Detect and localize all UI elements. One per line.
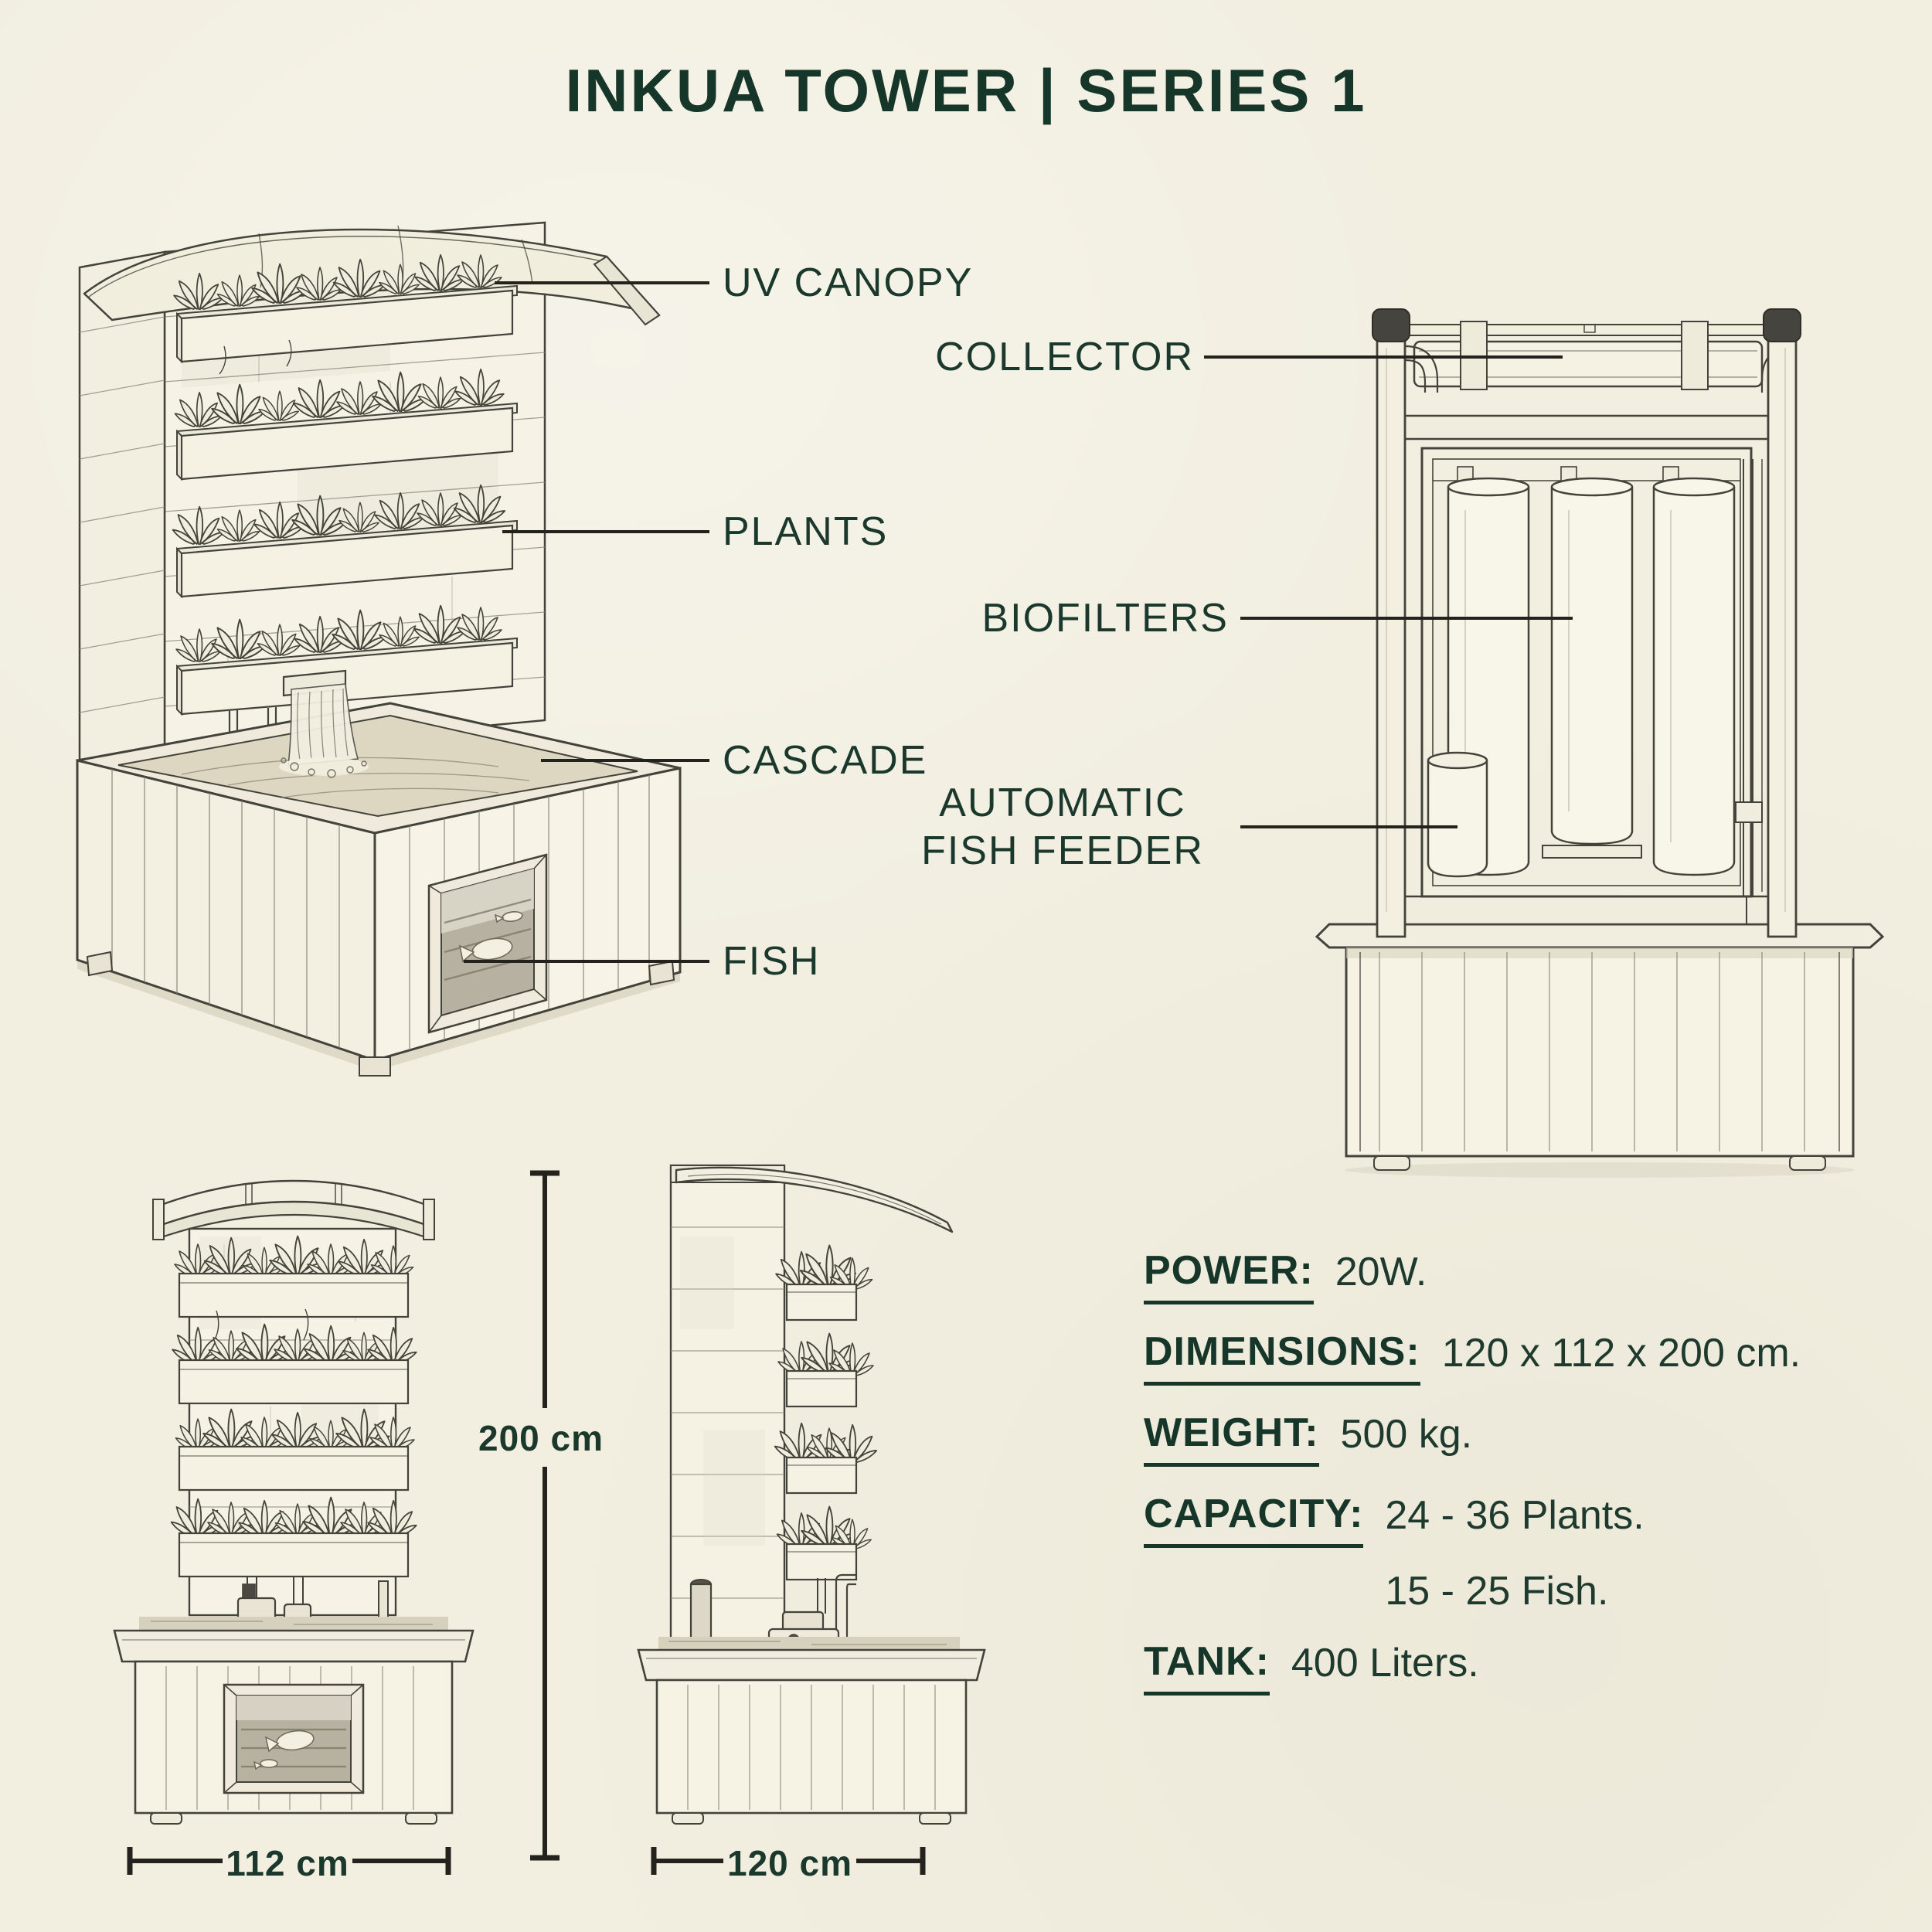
spec-label-dimensions: DIMENSIONS: xyxy=(1144,1328,1420,1386)
label-fish-feeder-line1: AUTOMATIC xyxy=(939,781,1186,825)
spec-value-capacity-plants: 24 - 36 Plants. xyxy=(1385,1493,1645,1538)
planter-row xyxy=(175,1408,415,1492)
fish-window xyxy=(223,1683,365,1794)
dimension-front-width: 112 cm xyxy=(226,1843,349,1883)
spec-value-capacity-fish: 15 - 25 Fish. xyxy=(1385,1569,1609,1614)
dimension-height: 200 cm xyxy=(478,1418,604,1458)
spec-value-power: 20W. xyxy=(1335,1250,1427,1294)
spec-label-tank: TANK: xyxy=(1144,1638,1270,1696)
spec-value-tank: 400 Liters. xyxy=(1291,1641,1479,1685)
spec-row-dimensions: DIMENSIONS: 120 x 112 x 200 cm. xyxy=(1144,1328,1801,1386)
fish-silhouettes xyxy=(253,1730,315,1770)
tank-feet xyxy=(86,951,675,1077)
planter-row xyxy=(170,1496,417,1578)
planter-row xyxy=(174,368,518,481)
side-canopy xyxy=(675,1166,954,1233)
label-fish-feeder-line2: FISH FEEDER xyxy=(921,828,1204,873)
spec-label-weight: WEIGHT: xyxy=(1144,1410,1319,1467)
isometric-view-drawing xyxy=(66,216,692,1144)
planter-row xyxy=(775,1244,873,1321)
post-cap xyxy=(1763,308,1801,342)
dimension-side-width: 120 cm xyxy=(726,1843,852,1883)
label-collector: COLLECTOR xyxy=(935,335,1194,379)
splash xyxy=(281,757,367,778)
planter-row xyxy=(174,1235,414,1344)
return-pipes xyxy=(1735,459,1763,924)
label-uv-canopy: UV CANOPY xyxy=(723,260,974,305)
front-view-drawing xyxy=(108,1151,479,1832)
label-cascade: CASCADE xyxy=(723,738,928,783)
fish-feeder-cylinder xyxy=(1427,751,1488,878)
planter-row xyxy=(777,1332,874,1408)
planter-row xyxy=(776,1505,872,1581)
spec-value-weight: 500 kg. xyxy=(1340,1412,1473,1457)
spec-row-weight: WEIGHT: 500 kg. xyxy=(1144,1410,1801,1467)
spec-label-power: POWER: xyxy=(1144,1247,1314,1304)
fish-silhouettes xyxy=(458,910,523,963)
biofilter-cylinders xyxy=(1447,477,1736,876)
label-biofilters: BIOFILTERS xyxy=(981,596,1229,641)
fish-window xyxy=(427,853,548,1034)
specs-panel: POWER: 20W. DIMENSIONS: 120 x 112 x 200 … xyxy=(1144,1247,1801,1719)
water-tank xyxy=(76,702,682,1077)
planter-row xyxy=(173,253,518,375)
leader-lines xyxy=(464,281,1573,963)
side-planters xyxy=(774,1244,878,1581)
spec-row-power: POWER: 20W. xyxy=(1144,1247,1801,1304)
side-view-drawing xyxy=(634,1151,989,1832)
front-canopy xyxy=(152,1179,435,1240)
label-fish-feeder: AUTOMATIC FISH FEEDER xyxy=(896,779,1229,875)
side-tank xyxy=(637,1637,986,1825)
planter-rows xyxy=(172,253,518,716)
planter-row xyxy=(175,604,518,716)
cascade-waterfall xyxy=(279,669,369,778)
planter-row xyxy=(172,1323,417,1405)
spec-value-dimensions: 120 x 112 x 200 cm. xyxy=(1441,1331,1801,1376)
spec-row-capacity: CAPACITY: 24 - 36 Plants. 15 - 25 Fish. xyxy=(1144,1491,1801,1614)
dimension-lines xyxy=(127,1170,926,1875)
spec-row-tank: TANK: 400 Liters. xyxy=(1144,1638,1801,1696)
planter-row xyxy=(774,1422,878,1495)
front-tank xyxy=(113,1617,474,1825)
planter-row xyxy=(172,484,518,599)
frame-posts xyxy=(1372,308,1801,938)
page-title: INKUA TOWER | SERIES 1 xyxy=(565,56,1367,124)
label-plants: PLANTS xyxy=(723,509,889,554)
rear-tank xyxy=(1315,923,1885,1178)
post-cap xyxy=(1372,308,1410,342)
label-fish: FISH xyxy=(723,939,821,984)
spec-label-capacity: CAPACITY: xyxy=(1144,1491,1364,1548)
front-planters xyxy=(170,1235,417,1578)
